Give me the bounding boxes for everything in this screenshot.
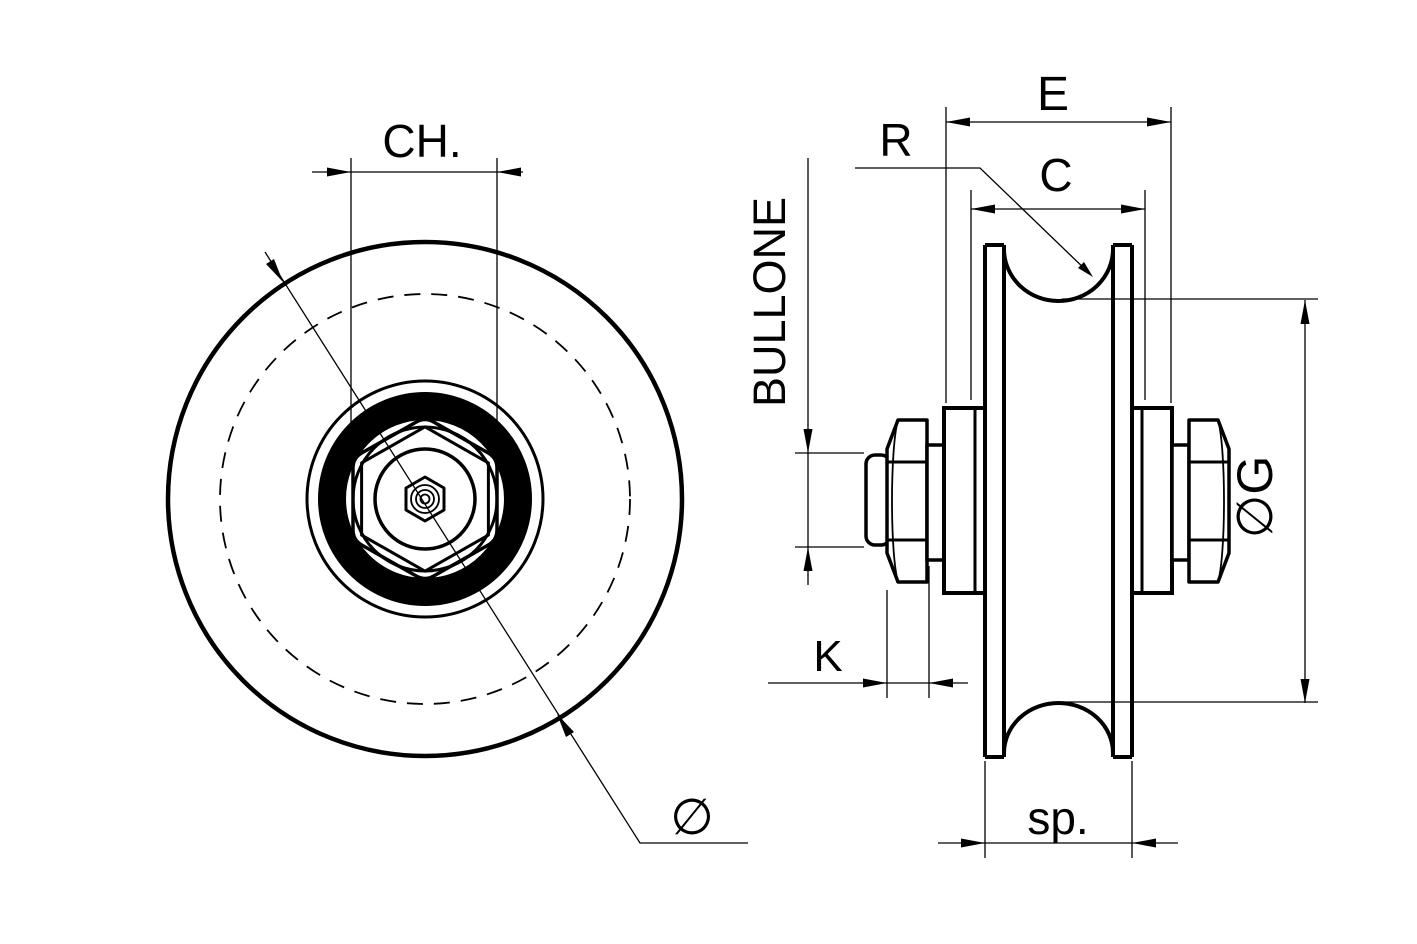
bolt-nut <box>1187 418 1231 584</box>
dimension-e: E <box>945 68 1172 403</box>
dim-label-bullone: BULLONE <box>744 197 795 407</box>
ch-extension-lines <box>350 158 498 455</box>
bearing-ring <box>318 392 532 606</box>
k-extension-lines <box>886 566 930 698</box>
bolt-head-chamfer <box>891 419 899 583</box>
dim-label-sp: sp. <box>1027 792 1088 844</box>
washer-right <box>1170 443 1191 562</box>
sp-arrow-right-icon <box>1132 838 1156 848</box>
groove-bottom-arc <box>1002 701 1115 754</box>
wheel-flange-tops <box>985 243 1132 759</box>
k-arrow-right-icon <box>929 678 953 688</box>
dim-label-ch: CH. <box>382 115 461 167</box>
e-arrow-left-icon <box>946 117 970 127</box>
bolt-end-circle-outer <box>410 484 440 514</box>
e-arrow-right-icon <box>1147 117 1171 127</box>
hub-spacer-right-outline <box>1130 406 1174 595</box>
diameter-arrow-bottom-icon <box>557 714 574 737</box>
bolt-head <box>885 418 929 584</box>
bullone-arrow-bottom-icon <box>803 547 813 571</box>
dimension-ch: CH. <box>312 115 523 455</box>
groove-dashed-circle <box>219 293 631 705</box>
dim-label-k: K <box>813 632 842 681</box>
dimension-diameter: ∅ <box>264 251 748 845</box>
g-extension-lines <box>1062 298 1318 703</box>
section-view: E C R BULLONE <box>744 68 1318 858</box>
dim-label-e: E <box>1037 68 1069 121</box>
front-view: CH. ∅ <box>165 115 748 845</box>
bolt-head-outline <box>885 418 929 584</box>
ch-arrow-left-icon <box>327 167 351 177</box>
dimension-c: C <box>970 149 1146 400</box>
dimension-r: R <box>855 114 1093 277</box>
dimension-bullone: BULLONE <box>744 158 864 585</box>
c-arrow-left-icon <box>971 204 995 214</box>
hex-nut-inner <box>360 425 490 573</box>
dimension-g: ∅G <box>1062 298 1318 703</box>
bullone-extension-lines <box>795 452 864 548</box>
diameter-leader-line <box>264 251 748 844</box>
bullone-arrow-top-icon <box>803 429 813 453</box>
bolt-nut-outline <box>1187 418 1231 584</box>
diameter-symbol: ∅ <box>670 789 714 845</box>
r-leader-line <box>855 167 1091 275</box>
c-arrow-right-icon <box>1121 204 1145 214</box>
r-arrow-icon <box>1078 262 1093 277</box>
hub-spacer-left-outline <box>942 406 987 595</box>
sp-extension-lines <box>984 761 1133 858</box>
ch-arrow-right-icon <box>497 167 521 177</box>
dim-label-r: R <box>879 114 912 166</box>
hex-nut-outer <box>351 417 499 581</box>
c-extension-lines <box>970 190 1146 400</box>
groove-top-arc <box>1002 248 1115 303</box>
k-arrow-left-icon <box>863 678 887 688</box>
wheel-outer-circle <box>165 239 685 759</box>
e-extension-lines <box>945 107 1172 403</box>
dim-label-c: C <box>1039 149 1072 201</box>
g-arrow-bottom-icon <box>1300 679 1310 703</box>
bolt-end-circle-mid <box>415 489 435 509</box>
sp-arrow-left-icon <box>961 838 985 848</box>
washer-circle <box>373 447 477 551</box>
wheel-section <box>983 243 1134 759</box>
bolt-nut-chamfer <box>1217 419 1225 583</box>
g-arrow-top-icon <box>1300 300 1310 324</box>
wheel-side-walls <box>983 245 1134 757</box>
dimension-k: K <box>768 566 968 698</box>
diameter-arrow-top-icon <box>266 259 283 282</box>
hub-circle <box>305 379 545 619</box>
hub-spacer-left <box>942 406 987 595</box>
hub-spacer-right <box>1130 406 1174 595</box>
dim-label-g: ∅G <box>1227 456 1283 538</box>
bolt-end-hex <box>404 475 446 523</box>
washer-left <box>925 443 946 562</box>
dimension-sp: sp. <box>938 761 1178 858</box>
